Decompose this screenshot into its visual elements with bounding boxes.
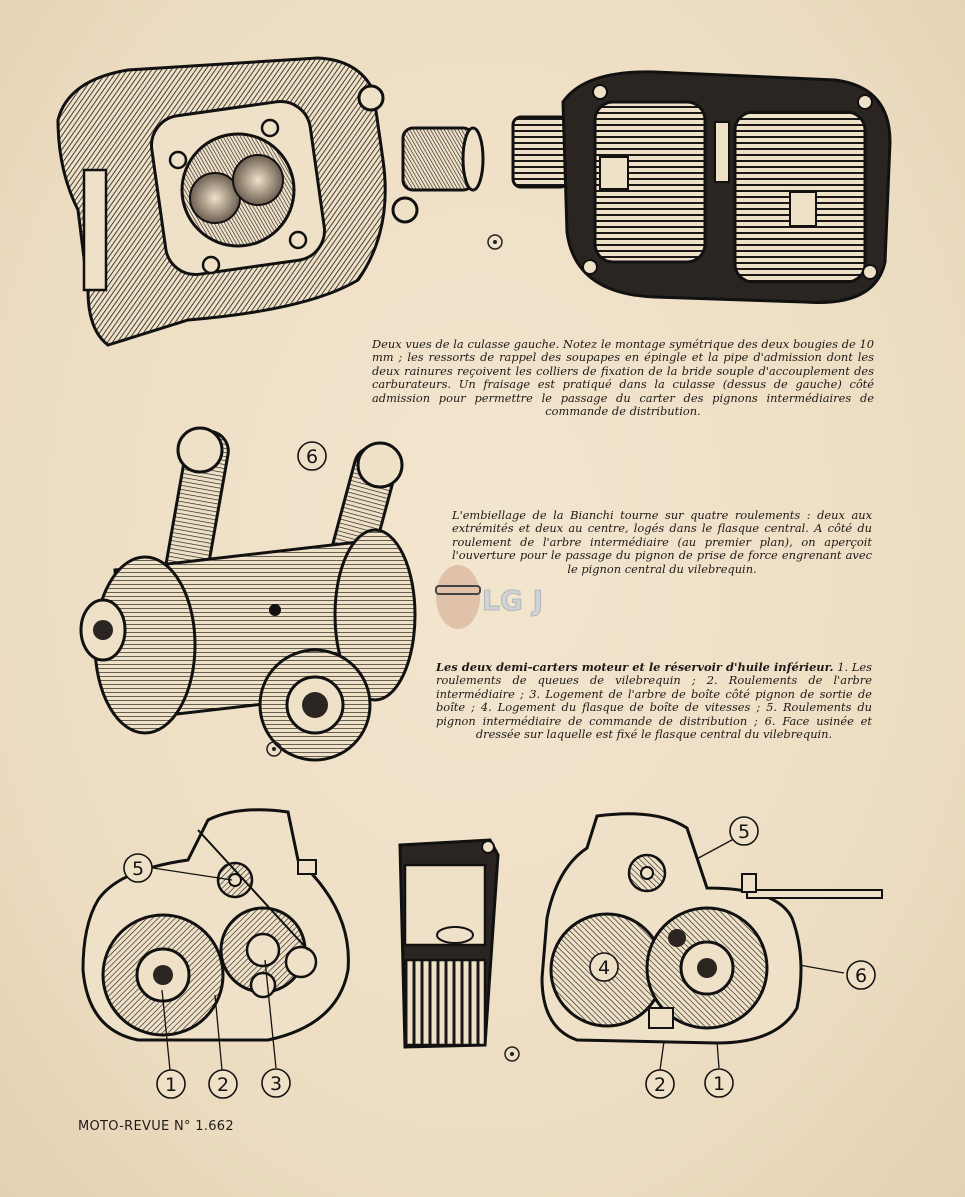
crankshaft-caption: L'embiellage de la Bianchi tourne sur qu… (452, 508, 872, 576)
right-crankcase-illustration (537, 808, 887, 1048)
left-callout-2: 2 (206, 1067, 240, 1101)
publisher-stamp-2 (262, 737, 286, 761)
right-callout-1: 1 (702, 1066, 736, 1100)
crank-callout-6: 6 (295, 439, 329, 473)
cylinder-head-underside-illustration (48, 50, 488, 350)
svg-text:1: 1 (165, 1074, 177, 1096)
left-callout-1: 1 (154, 1067, 188, 1101)
svg-text:6: 6 (855, 965, 867, 987)
crankcase-caption-lead: Les deux demi-carters moteur et le réser… (436, 660, 834, 674)
svg-text:1: 1 (713, 1073, 725, 1095)
cylinder-head-caption: Deux vues de la culasse gauche. Notez le… (372, 337, 874, 419)
svg-text:5: 5 (738, 821, 750, 843)
publisher-stamp (483, 230, 507, 254)
crankshaft-illustration (75, 420, 420, 770)
oil-sump-illustration (380, 835, 505, 1050)
page-footer-issue: MOTO-REVUE N° 1.662 (78, 1119, 234, 1134)
right-callout-2: 2 (643, 1067, 677, 1101)
watermark-logo: LG JP (422, 552, 542, 642)
svg-text:6: 6 (306, 446, 318, 468)
svg-text:2: 2 (654, 1074, 666, 1096)
right-callout-6: 6 (844, 958, 878, 992)
right-callout-5: 5 (727, 814, 761, 848)
svg-text:4: 4 (598, 957, 610, 979)
watermark-text: LG JP (482, 584, 542, 617)
svg-text:5: 5 (132, 858, 144, 880)
publisher-stamp-3 (500, 1042, 524, 1066)
crankcase-caption-body: 1. Les roulements de queues de vilebrequ… (436, 660, 872, 742)
right-callout-4: 4 (587, 950, 621, 984)
crankcase-caption: Les deux demi-carters moteur et le réser… (436, 660, 872, 742)
left-crankcase-illustration (78, 800, 363, 1050)
cylinder-head-top-illustration (505, 62, 900, 312)
left-callout-5: 5 (121, 851, 155, 885)
left-callout-3: 3 (259, 1066, 293, 1100)
svg-text:3: 3 (270, 1073, 282, 1095)
svg-text:2: 2 (217, 1074, 229, 1096)
